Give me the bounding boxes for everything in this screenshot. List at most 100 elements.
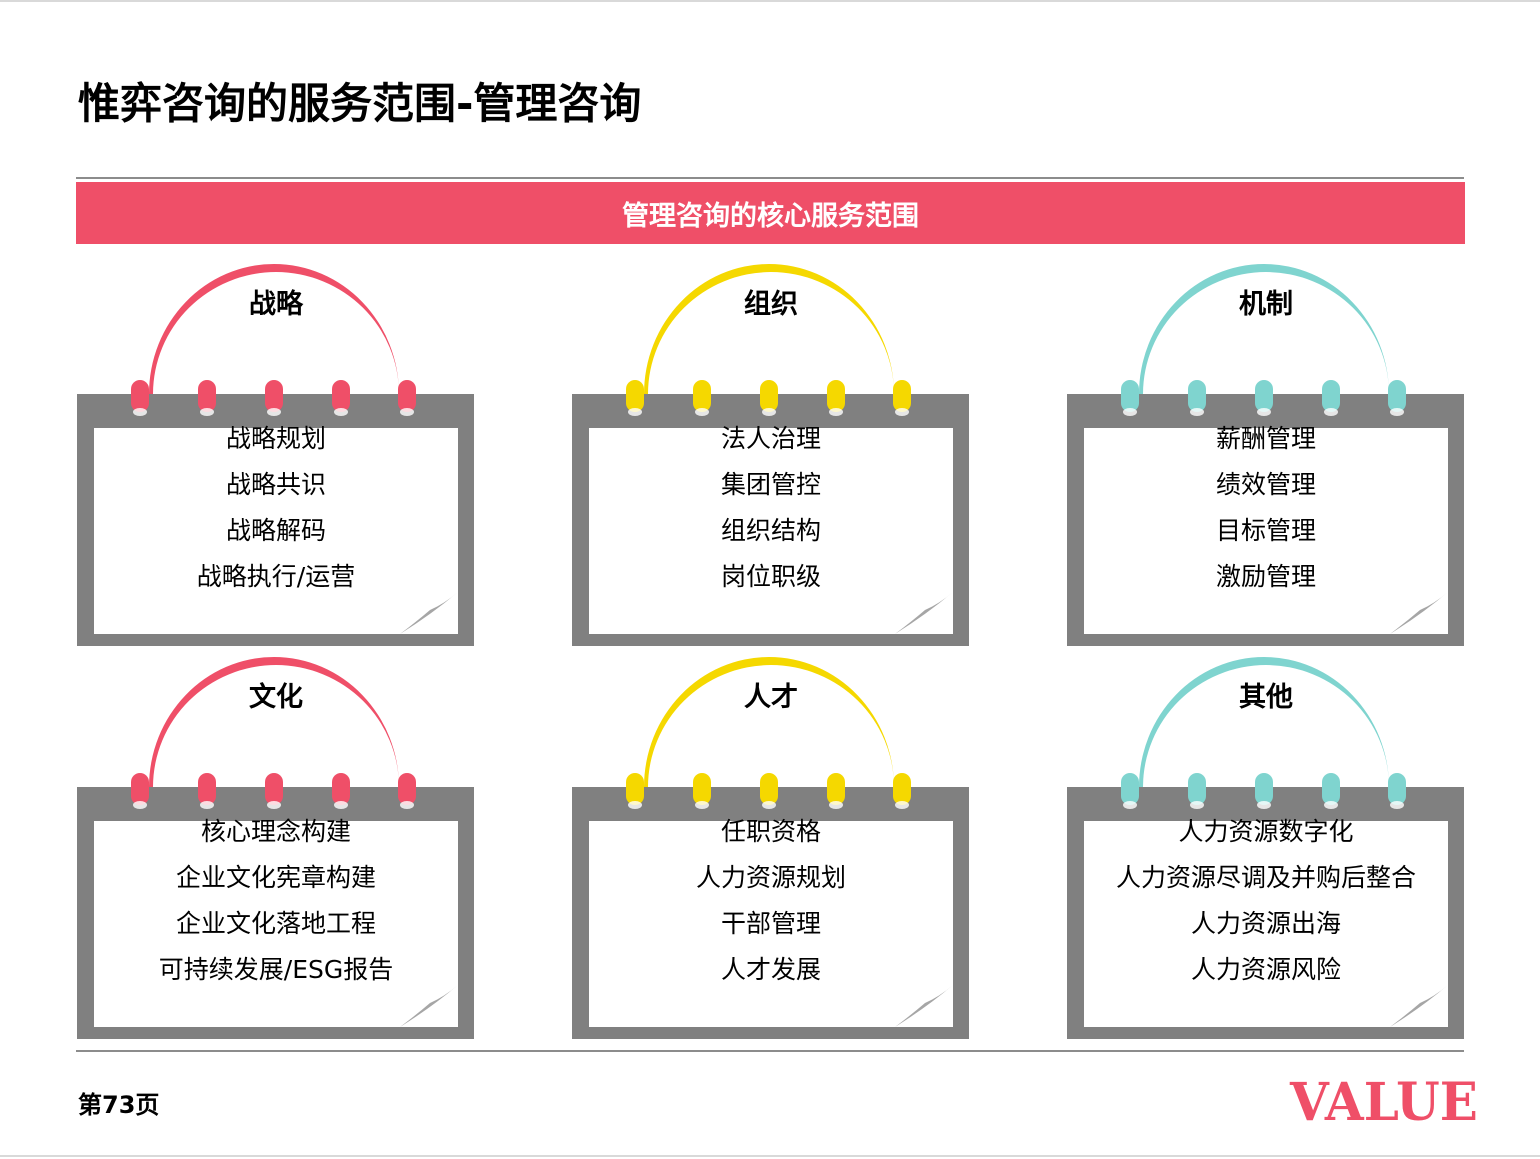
- ring-pin: [827, 380, 845, 412]
- card-title: 其他: [1239, 682, 1293, 713]
- ring-pin: [760, 773, 778, 805]
- service-card-mechanism: 机制 薪酬管理 绩效管理 目标管理 激励管理: [1066, 236, 1466, 646]
- card-item-list: 人力资源数字化 人力资源尽调及并购后整合 人力资源出海 人力资源风险: [1084, 809, 1448, 993]
- notepad-page: [1084, 821, 1448, 1027]
- ring-pin: [265, 773, 283, 805]
- card-item: 核心理念构建: [200, 817, 351, 846]
- notepad-graphic: [77, 657, 474, 1039]
- ring-pin: [398, 773, 416, 805]
- card-item: 人才发展: [720, 955, 821, 984]
- ring-pin-highlight: [133, 408, 147, 416]
- ring-pin-highlight: [695, 408, 709, 416]
- ring-pin-highlight: [1123, 801, 1137, 809]
- card-title: 文化: [249, 682, 303, 713]
- card-item: 人力资源出海: [1190, 909, 1341, 938]
- notepad-graphic: [1067, 264, 1464, 646]
- ring-pin-highlight: [1190, 801, 1204, 809]
- card-item: 组织结构: [720, 516, 821, 545]
- page-curl: [400, 592, 458, 634]
- ring-pin-highlight: [695, 801, 709, 809]
- header-divider: [76, 177, 1464, 179]
- ring-pin-highlight: [200, 408, 214, 416]
- brand-logo: VALUE: [1290, 1070, 1478, 1133]
- card-item: 薪酬管理: [1215, 424, 1316, 453]
- card-item: 人力资源数字化: [1178, 817, 1354, 846]
- notepad-page: [589, 428, 953, 634]
- ring-pin: [827, 773, 845, 805]
- card-item-list: 法人治理 集团管控 组织结构 岗位职级: [589, 416, 953, 600]
- card-item: 人力资源尽调及并购后整合: [1115, 863, 1416, 892]
- service-card-strategy: 战略 战略规划 战略共识 战略解码 战略执行/运营: [76, 236, 476, 646]
- ring-pin: [332, 773, 350, 805]
- service-card-other: 其他 人力资源数字化 人力资源尽调及并购后整合 人力资源出海 人力资源风险: [1066, 629, 1466, 1039]
- notepad-page: [589, 821, 953, 1027]
- card-item: 激励管理: [1215, 562, 1316, 591]
- card-item: 绩效管理: [1215, 470, 1316, 499]
- card-item: 战略执行/运营: [196, 562, 356, 591]
- page-curl-backing: [893, 590, 953, 634]
- ring-pin: [626, 773, 644, 805]
- page-number: 第73页: [78, 1091, 160, 1119]
- card-item: 战略规划: [225, 424, 326, 453]
- ring-pin-highlight: [1390, 408, 1404, 416]
- ring-pin-highlight: [895, 408, 909, 416]
- ring-pin: [131, 380, 149, 412]
- ring-pin: [131, 773, 149, 805]
- page-curl: [895, 985, 953, 1027]
- ring-pin: [198, 380, 216, 412]
- ring-pin-highlight: [133, 801, 147, 809]
- ring-pin-highlight: [628, 801, 642, 809]
- card-item: 法人治理: [720, 424, 821, 453]
- notepad-page: [94, 428, 458, 634]
- ring-pin: [1188, 380, 1206, 412]
- ring-pin: [1188, 773, 1206, 805]
- card-title: 人才: [744, 682, 798, 713]
- notepad-graphic: [77, 264, 474, 646]
- card-item-list: 核心理念构建 企业文化宪章构建 企业文化落地工程 可持续发展/ESG报告: [94, 809, 458, 993]
- ring-pin-highlight: [1257, 408, 1271, 416]
- card-title: 机制: [1239, 289, 1293, 320]
- page-curl: [1390, 985, 1448, 1027]
- ring-pin: [1255, 773, 1273, 805]
- ring-pin: [1322, 773, 1340, 805]
- ring-pin-highlight: [895, 801, 909, 809]
- ring-pin-highlight: [1324, 408, 1338, 416]
- ring-pin: [1121, 380, 1139, 412]
- notepad-graphic: [572, 264, 969, 646]
- ring-pin-highlight: [400, 408, 414, 416]
- ring-pin: [1322, 380, 1340, 412]
- ring-pin-highlight: [1257, 801, 1271, 809]
- ring-pin-highlight: [334, 801, 348, 809]
- ring-pin: [332, 380, 350, 412]
- card-item: 目标管理: [1215, 516, 1316, 545]
- notepad-graphic: [572, 657, 969, 1039]
- bottom-edge-line: [0, 1155, 1540, 1157]
- card-item: 战略解码: [225, 516, 326, 545]
- page-curl-backing: [398, 590, 458, 634]
- ring-pin: [1121, 773, 1139, 805]
- card-item: 岗位职级: [720, 562, 821, 591]
- card-item: 集团管控: [720, 470, 821, 499]
- ring-pin: [693, 380, 711, 412]
- ring-pin-highlight: [334, 408, 348, 416]
- page-curl: [895, 592, 953, 634]
- page-curl-backing: [1388, 983, 1448, 1027]
- ring-pin: [893, 380, 911, 412]
- card-item: 人力资源规划: [695, 863, 846, 892]
- ring-pin-highlight: [762, 801, 776, 809]
- ring-pin: [1388, 773, 1406, 805]
- ring-pin-highlight: [1324, 801, 1338, 809]
- ring-pin: [626, 380, 644, 412]
- card-item: 企业文化落地工程: [175, 909, 376, 938]
- page-curl: [400, 985, 458, 1027]
- service-card-talent: 人才 任职资格 人力资源规划 干部管理 人才发展: [571, 629, 971, 1039]
- card-item: 战略共识: [225, 470, 326, 499]
- service-card-organization: 组织 法人治理 集团管控 组织结构 岗位职级: [571, 236, 971, 646]
- page-curl-backing: [1388, 590, 1448, 634]
- top-edge-line: [0, 0, 1540, 2]
- page-curl: [1390, 592, 1448, 634]
- ring-pin-highlight: [200, 801, 214, 809]
- ring-pin: [893, 773, 911, 805]
- card-title: 战略: [249, 289, 303, 320]
- ring-pin: [398, 380, 416, 412]
